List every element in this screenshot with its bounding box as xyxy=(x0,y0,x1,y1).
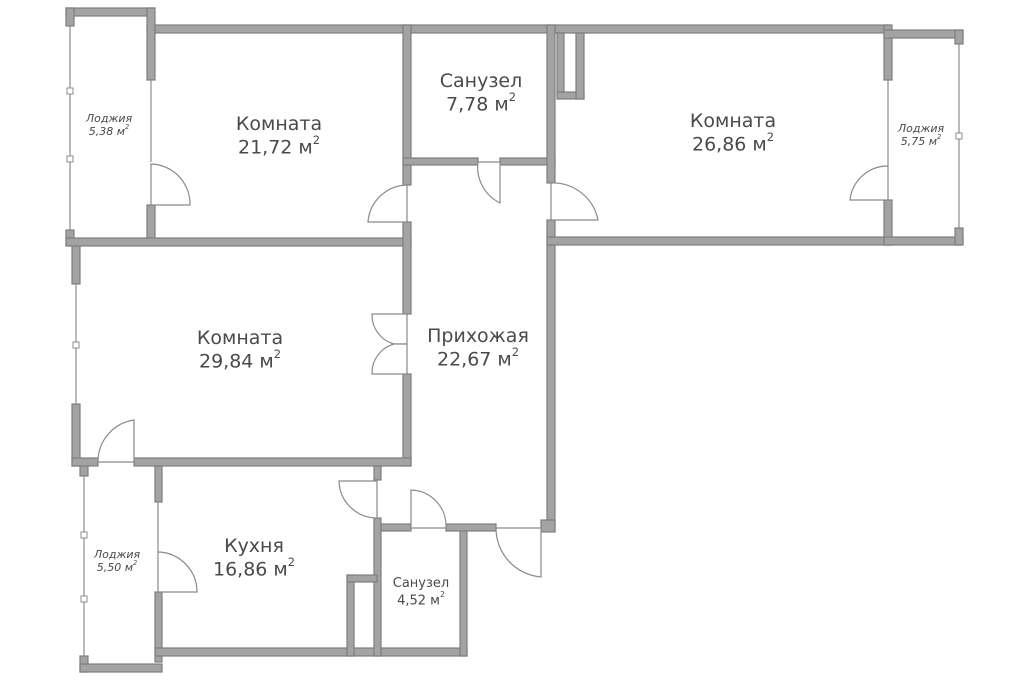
room-name: Кухня xyxy=(224,535,284,557)
room-label-kitchen: Кухня 16,86 м2 xyxy=(213,535,295,581)
loggia-name: Лоджия xyxy=(897,122,945,135)
room-area: 16,86 м2 xyxy=(212,554,296,581)
doors xyxy=(97,161,889,593)
loggia-area: 5,38 м2 xyxy=(88,123,130,139)
room-label-bath-1: Санузел 7,78 м2 xyxy=(440,70,523,116)
room-area: 29,84 м2 xyxy=(198,346,282,373)
windows xyxy=(66,26,963,656)
room-name: Прихожая xyxy=(427,325,529,347)
room-name: Комната xyxy=(235,113,323,135)
room-name: Санузел xyxy=(439,70,523,92)
room-label-room-2: Комната 26,86 м2 xyxy=(690,110,776,156)
room-name: Комната xyxy=(196,327,284,349)
room-name: Санузел xyxy=(392,576,450,591)
room-area: 22,67 м2 xyxy=(436,344,520,371)
room-area: 21,72 м2 xyxy=(237,132,321,159)
room-label-bath-2: Санузел 4,52 м2 xyxy=(393,576,449,609)
loggia-name: Лоджия xyxy=(85,112,133,125)
loggia-name: Лоджия xyxy=(93,548,141,561)
room-area: 4,52 м2 xyxy=(397,590,445,608)
loggia-label-1: Лоджия 5,38 м2 xyxy=(86,112,132,138)
loggia-area: 5,75 м2 xyxy=(900,133,942,149)
room-name: Комната xyxy=(689,110,777,132)
loggia-label-2: Лоджия 5,75 м2 xyxy=(898,122,944,148)
room-area: 26,86 м2 xyxy=(691,129,775,156)
room-label-room-3: Комната 29,84 м2 xyxy=(197,327,283,373)
room-label-hall: Прихожая 22,67 м2 xyxy=(427,325,529,371)
room-label-room-1: Комната 21,72 м2 xyxy=(236,113,322,159)
loggia-area: 5,50 м2 xyxy=(96,559,138,575)
room-area: 7,78 м2 xyxy=(446,89,516,116)
loggia-label-3: Лоджия 5,50 м2 xyxy=(94,548,140,574)
